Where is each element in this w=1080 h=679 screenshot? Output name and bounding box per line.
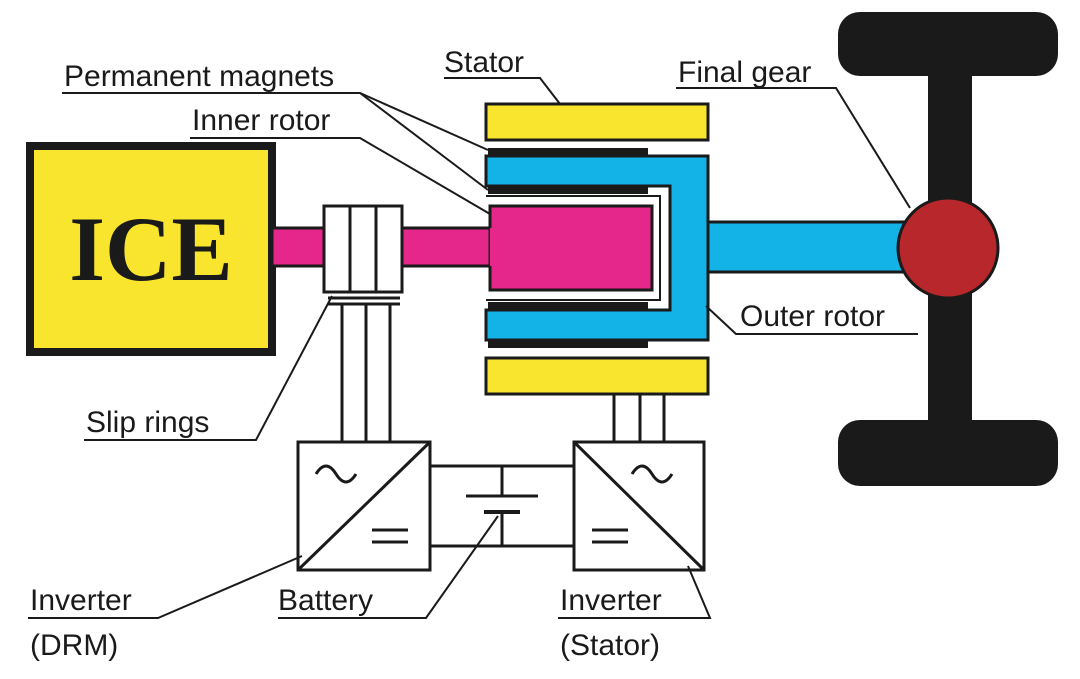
permanent-magnet-inner-bottom	[488, 302, 648, 310]
leader-lines	[28, 77, 918, 619]
label-stator: Stator	[444, 46, 524, 79]
label-final-gear: Final gear	[678, 56, 811, 89]
label-inverter-stator-line2: (Stator)	[560, 629, 660, 662]
inverter-stator	[572, 440, 706, 572]
label-outer-rotor: Outer rotor	[740, 300, 885, 333]
label-inverter-stator-line1: Inverter	[560, 584, 662, 617]
permanent-magnet-inner-top	[488, 186, 648, 194]
label-slip-rings: Slip rings	[86, 406, 209, 439]
label-inner-rotor: Inner rotor	[192, 104, 330, 137]
slip-ring	[322, 204, 352, 294]
slip-ring	[348, 204, 378, 294]
slip-rings	[322, 204, 404, 306]
stator-top	[484, 102, 710, 142]
inner-rotor	[488, 204, 654, 292]
outer-rotor-gap	[486, 195, 661, 301]
stator-bottom	[484, 356, 710, 396]
output-shaft	[698, 220, 912, 274]
ac-wave-icon	[630, 464, 674, 484]
drm-wiring	[340, 304, 392, 442]
final-gear	[896, 196, 1000, 300]
permanent-magnet-outer-top	[488, 148, 648, 156]
label-permanent-magnets: Permanent magnets	[64, 60, 334, 93]
stator-wiring	[612, 394, 666, 442]
dc-link	[430, 464, 574, 548]
battery-symbol	[466, 494, 538, 514]
ac-wave-icon	[314, 464, 358, 484]
label-battery: Battery	[278, 584, 373, 617]
label-inverter-drm-line1: Inverter	[30, 584, 132, 617]
wheel-top	[838, 12, 1058, 76]
slip-ring	[374, 204, 404, 294]
permanent-magnet-outer-bottom	[488, 340, 648, 348]
inverter-drm	[296, 440, 432, 572]
wheel-bottom	[838, 420, 1058, 486]
label-inverter-drm-line2: (DRM)	[30, 629, 118, 662]
ice-label: ICE	[69, 198, 233, 300]
